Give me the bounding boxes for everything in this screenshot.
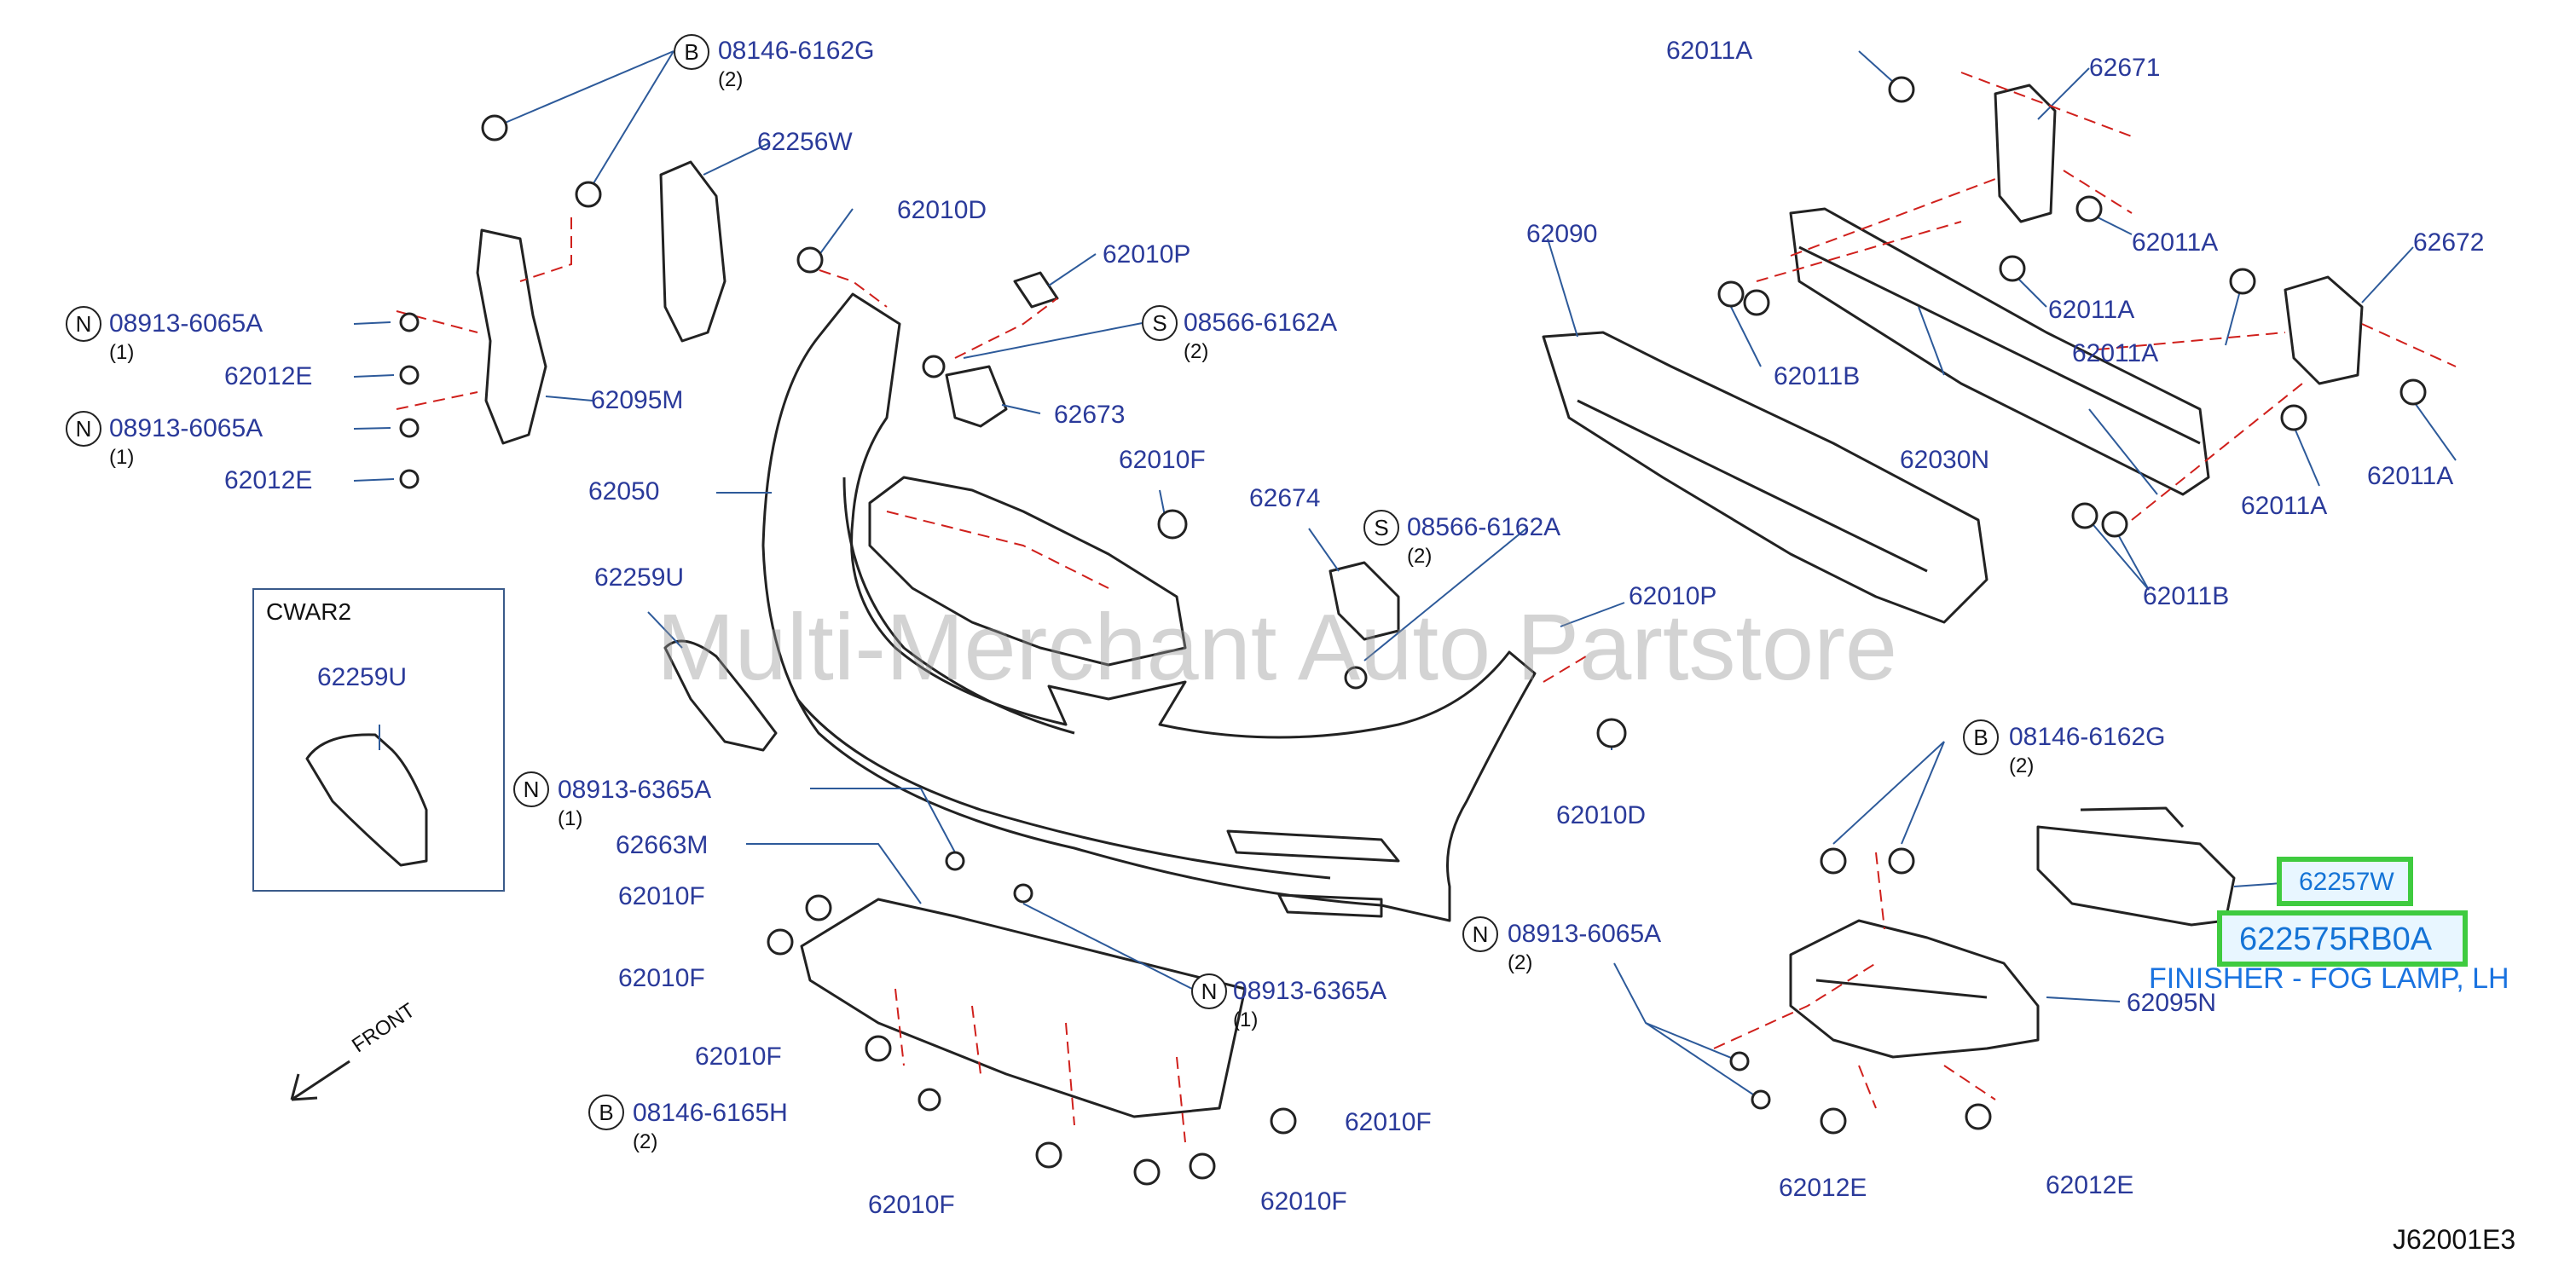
part-label-62095N[interactable]: 62095N [2127,989,2217,1017]
badge-n: N [1191,973,1227,1009]
part-description: FINISHER - FOG LAMP, LH [2149,962,2509,995]
watermark: Multi-Merchant Auto Partstore [657,595,1898,700]
part-label-62672[interactable]: 62672 [2413,228,2485,257]
badge-n: N [1462,916,1498,952]
inset-title: CWAR2 [266,598,352,625]
badge-s: S [1142,305,1178,341]
part-label-62671[interactable]: 62671 [2089,54,2161,82]
quantity-label: (2) [1508,951,1533,974]
part-label-62010F[interactable]: 62010F [618,964,705,992]
part-label-08146-6162G[interactable]: 08146-6162G [718,37,875,65]
part-label-62011A[interactable]: 62011A [2367,462,2454,490]
part-label-62011A[interactable]: 62011A [2072,339,2159,367]
part-label-08913-6365A[interactable]: 08913-6365A [558,776,712,804]
part-label-62256W[interactable]: 62256W [757,128,853,156]
part-label-62010D[interactable]: 62010D [897,196,987,224]
part-label-62011A[interactable]: 62011A [2048,296,2135,324]
part-label-62010F[interactable]: 62010F [1345,1108,1432,1136]
part-label-08566-6162A[interactable]: 08566-6162A [1407,513,1561,541]
part-label-62663M[interactable]: 62663M [616,831,709,859]
part-label-08146-6162G[interactable]: 08146-6162G [2009,723,2166,751]
part-label-62010F[interactable]: 62010F [1119,446,1206,474]
part-label-62010D[interactable]: 62010D [1556,801,1647,829]
part-label-62010F[interactable]: 62010F [868,1191,955,1219]
part-label-62010F[interactable]: 62010F [695,1043,782,1071]
part-label-62259U[interactable]: 62259U [594,563,685,592]
diagram-code: J62001E3 [2393,1224,2516,1255]
part-label-08913-6065A[interactable]: 08913-6065A [1508,920,1662,948]
part-label-08913-6065A[interactable]: 08913-6065A [109,414,263,442]
badge-n: N [513,771,549,807]
part-label-08566-6162A[interactable]: 08566-6162A [1184,309,1338,337]
badge-b: B [674,34,709,70]
part-label-62011A[interactable]: 62011A [1666,37,1753,65]
part-label-08913-6065A[interactable]: 08913-6065A [109,309,263,338]
part-label-62030N[interactable]: 62030N [1900,446,1990,474]
badge-b: B [1963,719,1999,755]
part-label-62010P[interactable]: 62010P [1629,582,1717,610]
quantity-label: (2) [718,68,744,91]
part-label-62010F[interactable]: 62010F [618,882,705,910]
inset-part-label-62259U[interactable]: 62259U [317,663,408,691]
part-label-62050[interactable]: 62050 [588,477,660,505]
quantity-label: (2) [2009,754,2035,777]
quantity-label: (1) [109,446,135,469]
part-label-62011A[interactable]: 62011A [2132,228,2219,257]
part-label-62010F[interactable]: 62010F [1260,1187,1347,1216]
part-label-62012E[interactable]: 62012E [1779,1174,1867,1202]
highlighted-part-label: 62257W [2299,868,2394,896]
badge-n: N [66,306,101,342]
part-label-62011B[interactable]: 62011B [2143,582,2230,610]
part-label-62012E[interactable]: 62012E [224,362,313,390]
quantity-label: (1) [109,341,135,364]
part-label-62012E[interactable]: 62012E [2046,1171,2134,1199]
badge-s: S [1363,510,1399,546]
part-label-08146-6165H[interactable]: 08146-6165H [633,1099,788,1127]
badge-n: N [66,411,101,447]
highlight-box-part-number[interactable]: 622575RB0A [2217,910,2468,967]
badge-b: B [588,1095,624,1130]
quantity-label: (1) [1233,1008,1259,1031]
quantity-label: (2) [1184,340,1209,363]
part-label-62012E[interactable]: 62012E [224,466,313,494]
part-label-62095M[interactable]: 62095M [591,386,684,414]
highlighted-part-number: 622575RB0A [2239,921,2433,957]
part-label-62673[interactable]: 62673 [1054,401,1126,429]
part-label-62011A[interactable]: 62011A [2241,492,2328,520]
quantity-label: (2) [633,1130,658,1153]
part-label-62674[interactable]: 62674 [1249,484,1321,512]
part-label-62011B[interactable]: 62011B [1774,362,1861,390]
part-label-62010P[interactable]: 62010P [1103,240,1191,269]
part-label-08913-6365A[interactable]: 08913-6365A [1233,977,1387,1005]
quantity-label: (1) [558,807,583,830]
quantity-label: (2) [1407,545,1433,568]
inset-box-cwar2: CWAR2 [252,588,505,892]
part-label-62090[interactable]: 62090 [1526,220,1598,248]
highlight-box-part-label[interactable]: 62257W [2277,857,2413,906]
